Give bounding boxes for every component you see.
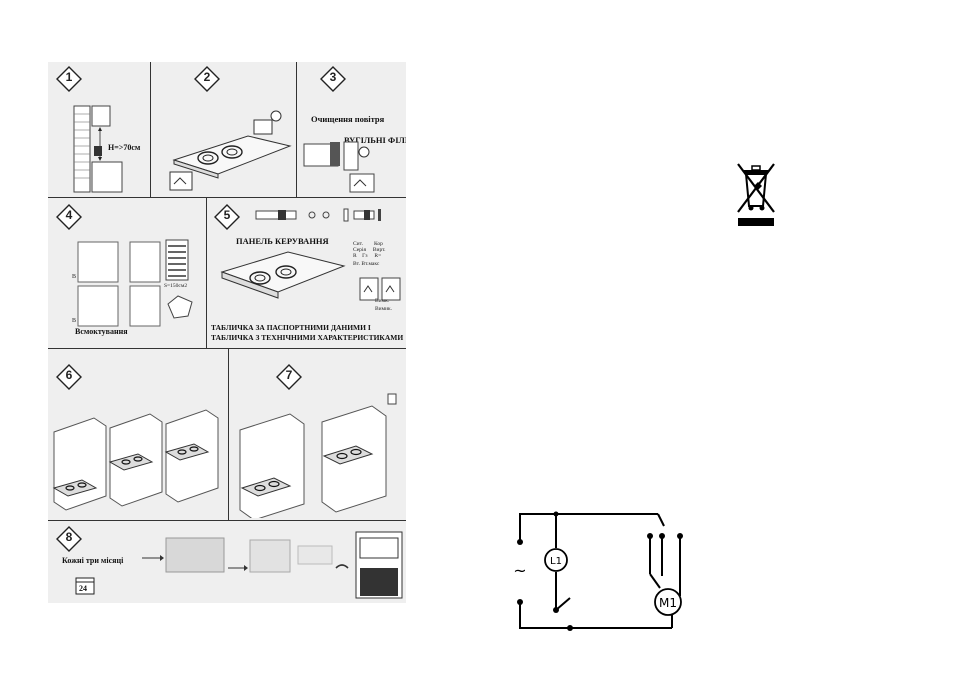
step-badge-8: 8 <box>56 526 82 552</box>
legend-r2b: Вирт. <box>372 247 386 253</box>
legend-r1a: Сит. <box>353 241 363 247</box>
step5-legend: Сит. Кор Серія Вирт. R Гз R= Вт. Вт.макс <box>353 241 403 267</box>
step-badge-7: 7 <box>276 364 302 390</box>
step-badge-4: 4 <box>56 204 82 230</box>
step3-filters-label: ВУГІЛЬНІ ФІЛЬТРИ <box>344 135 406 145</box>
svg-text:B: B <box>72 274 76 280</box>
divider <box>228 349 229 520</box>
step8-filter-cleaning-illustration <box>142 531 403 599</box>
step3-title: Очищення повітря <box>311 114 385 124</box>
divider <box>296 62 297 197</box>
divider <box>48 348 406 349</box>
ac-symbol: ~ <box>513 561 526 580</box>
step5-nameplate-line1: ТАБЛИЧКА ЗА ПАСПОРТНИМИ ДАНИМИ І <box>211 323 371 332</box>
divider <box>206 198 207 348</box>
wiring-schematic: L1 M1 ~ <box>513 511 683 631</box>
svg-text:B: B <box>72 318 76 324</box>
lamp-label: L1 <box>550 556 562 567</box>
legend-r5b: Вимик. <box>375 306 393 312</box>
step-badge-3: 3 <box>320 66 346 92</box>
step3-filter-illustration <box>303 141 375 193</box>
divider <box>48 197 406 198</box>
legend-r3a: R <box>353 253 357 259</box>
step5-nameplate-line2: ТАБЛИЧКА З ТЕХНІЧНИМИ ХАРАКТЕРИСТИКАМИ <box>211 333 404 342</box>
step-badge-5: 5 <box>214 204 240 230</box>
weee-crossed-bin-icon <box>737 163 775 226</box>
legend-r2a: Серія <box>353 247 366 253</box>
legend-r5a: Вимк. <box>375 298 390 304</box>
step7-install-illustration <box>239 393 397 518</box>
step8-interval-number: 24 <box>79 584 87 593</box>
calendar-icon <box>75 577 95 595</box>
divider <box>150 62 151 197</box>
step1-height-label: H=>70см <box>108 143 141 152</box>
legend-r4: Вт. Вт.макс <box>353 261 380 267</box>
step8-interval-label: Кожні три місяці <box>62 556 124 565</box>
instruction-scan: 1 H=>70см 2 3 Очищення пові <box>48 62 406 603</box>
step5-panel-title: ПАНЕЛЬ КЕРУВАННЯ <box>236 236 329 246</box>
step-badge-1: 1 <box>56 66 82 92</box>
step4-ventilation-illustration: B B <box>72 239 193 327</box>
step4-vent-size: S=150см2 <box>164 283 188 289</box>
step5-hood-illustration <box>220 251 346 299</box>
step6-install-illustration <box>52 409 219 511</box>
step5-control-strip <box>255 208 381 222</box>
divider <box>48 520 406 521</box>
step-badge-6: 6 <box>56 364 82 390</box>
step4-suction-label: Всмоктування <box>75 327 128 336</box>
legend-r3b: Гз <box>362 253 368 259</box>
step1-cabinet-illustration <box>73 105 123 193</box>
legend-r1b: Кор <box>373 241 383 247</box>
step-badge-2: 2 <box>194 66 220 92</box>
step2-hood-illustration <box>169 110 292 191</box>
legend-r3c: R= <box>374 253 382 259</box>
step5-switch-illustration <box>359 277 401 301</box>
motor-label: M1 <box>659 596 677 610</box>
